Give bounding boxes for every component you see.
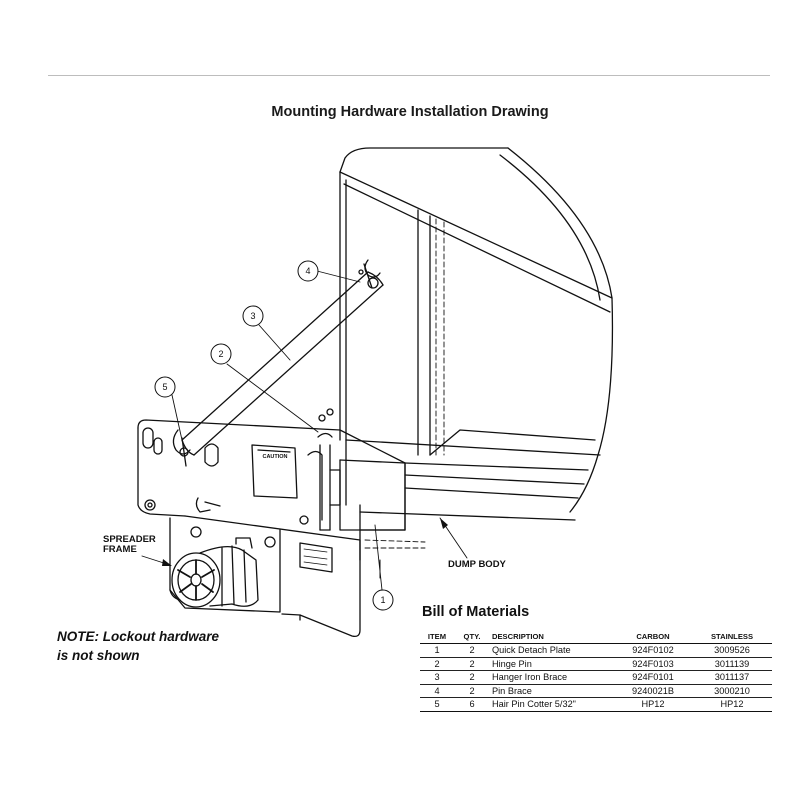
callout-5: 5 [162, 382, 167, 392]
callout-circle-5 [154, 376, 176, 398]
bom-cell-qty: 2 [454, 670, 490, 685]
bom-header-row: ITEM QTY. DESCRIPTION CARBON STAINLESS [420, 632, 772, 644]
leader-3 [258, 324, 291, 361]
id-plate [299, 542, 333, 573]
callout-circle-4 [297, 260, 319, 282]
bom-cell-item: 1 [420, 643, 454, 658]
bom-cell-description: Hinge Pin [490, 657, 614, 671]
bom-cell-stainless: 3009526 [692, 643, 772, 658]
bom-cell-qty: 2 [454, 684, 490, 698]
caution-decal [251, 444, 298, 499]
bom-cell-item: 2 [420, 657, 454, 671]
spreader-frame-label: SPREADER FRAME [103, 534, 156, 555]
bom-cell-stainless: HP12 [692, 697, 772, 712]
table-row: 1 2 Quick Detach Plate 924F0102 3009526 [420, 643, 772, 658]
bom-cell-carbon: 9240021B [614, 684, 692, 698]
bom-header-qty: QTY. [454, 632, 490, 644]
table-row: 5 6 Hair Pin Cotter 5/32" HP12 HP12 [420, 697, 772, 712]
callout-circle-3 [242, 305, 264, 327]
hair-pin-cotter [172, 429, 221, 513]
bom-cell-item: 3 [420, 670, 454, 685]
bom-cell-stainless: 3011139 [692, 657, 772, 671]
bom-header-carbon: CARBON [614, 632, 692, 644]
callout-1: 1 [380, 595, 385, 605]
bom-header-stainless: STAINLESS [692, 632, 772, 644]
leader-2 [226, 363, 319, 433]
callout-2: 2 [218, 349, 223, 359]
top-divider [48, 75, 770, 76]
bom-cell-qty: 2 [454, 643, 490, 658]
leader-5 [171, 394, 183, 441]
bom-cell-carbon: 924F0101 [614, 670, 692, 685]
callout-3: 3 [250, 311, 255, 321]
bom-cell-item: 5 [420, 697, 454, 712]
lockout-note-line-2: is not shown [57, 648, 140, 663]
bom-cell-description: Quick Detach Plate [490, 643, 614, 658]
lockout-note-line-1: NOTE: Lockout hardware [57, 629, 220, 644]
caution-decal-text: CAUTION [262, 454, 287, 460]
pin-brace [358, 259, 381, 289]
bom-header-description: DESCRIPTION [490, 632, 614, 644]
bom-cell-description: Pin Brace [490, 684, 614, 698]
bom-cell-description: Hanger Iron Brace [490, 670, 614, 685]
leader-1 [374, 524, 383, 591]
dump-body [339, 147, 614, 579]
arrow-dump-body [440, 518, 448, 529]
mounting-bolts [144, 408, 334, 548]
arrow-spreader [162, 559, 172, 566]
bom-cell-carbon: 924F0103 [614, 657, 692, 671]
bom-cell-item: 4 [420, 684, 454, 698]
hydraulic-motor [171, 537, 259, 608]
leader-4 [316, 270, 361, 283]
bom-cell-carbon: 924F0102 [614, 643, 692, 658]
bom-cell-qty: 6 [454, 697, 490, 712]
spreader-frame [169, 517, 301, 616]
callout-4: 4 [305, 266, 310, 276]
bom-cell-qty: 2 [454, 657, 490, 671]
callout-circle-2 [210, 343, 232, 365]
hinge-pin [307, 432, 341, 531]
bom-cell-stainless: 3011137 [692, 670, 772, 685]
callout-circle-1 [372, 589, 394, 611]
bill-of-materials-table: ITEM QTY. DESCRIPTION CARBON STAINLESS 1… [420, 632, 772, 712]
bom-cell-description: Hair Pin Cotter 5/32" [490, 697, 614, 712]
bom-title: Bill of Materials [422, 604, 530, 620]
table-row: 2 2 Hinge Pin 924F0103 3011139 [420, 657, 772, 671]
bom-header-item: ITEM [420, 632, 454, 644]
table-row: 4 2 Pin Brace 9240021B 3000210 [420, 684, 772, 698]
table-row: 3 2 Hanger Iron Brace 924F0101 3011137 [420, 670, 772, 685]
bom-cell-stainless: 3000210 [692, 684, 772, 698]
bom-cell-carbon: HP12 [614, 697, 692, 712]
lockout-note: NOTE: Lockout hardware is not shown [57, 627, 219, 665]
dump-body-label: DUMP BODY [448, 559, 506, 570]
page-title: Mounting Hardware Installation Drawing [271, 104, 549, 120]
